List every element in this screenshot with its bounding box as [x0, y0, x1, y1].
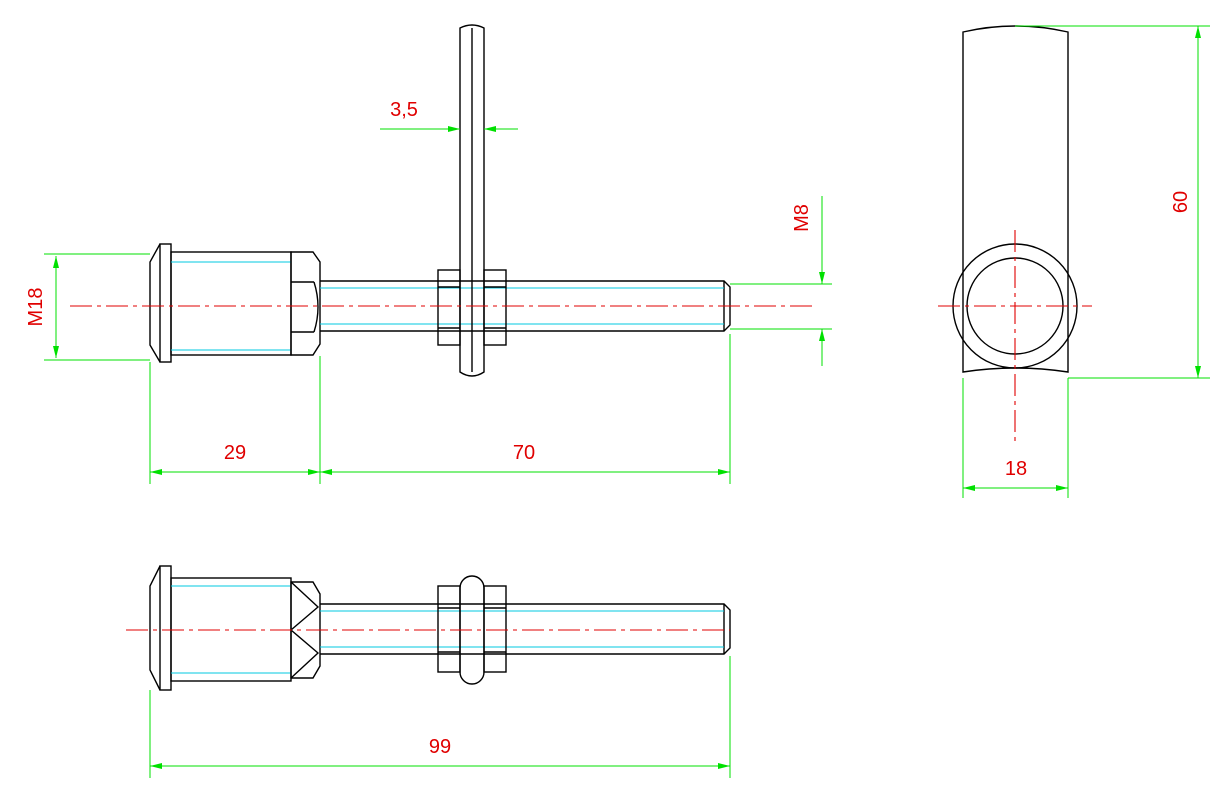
- dim-29-label: 29: [224, 442, 246, 464]
- dim-washer-label: 3,5: [390, 99, 418, 121]
- top-hex-nut-chamfer: [313, 281, 319, 333]
- bottom-hex-nut-face-upper: [290, 581, 320, 631]
- dim-70-label: 70: [513, 442, 535, 464]
- bottom-lock-nut-left: [437, 585, 461, 673]
- top-view: [70, 24, 815, 377]
- top-flange-head: [149, 243, 161, 363]
- bottom-view: 99: [126, 565, 731, 778]
- bottom-hex-nut-face-lower: [290, 629, 320, 679]
- top-sleeve-body: [170, 251, 292, 356]
- dim-99-label: 99: [429, 736, 451, 758]
- dim-60-label: 60: [1170, 191, 1192, 213]
- top-flange-plate: [159, 243, 172, 363]
- bottom-lock-nut-right: [483, 585, 507, 673]
- dim-18-label: 18: [1005, 458, 1027, 480]
- top-dimensions: 3,5 M18 M8 29 70: [25, 99, 832, 484]
- top-bracket-plate: [459, 24, 485, 377]
- bottom-flange-plate: [159, 565, 172, 691]
- end-bracket-outline: [962, 25, 1069, 373]
- top-hex-nut: [290, 251, 321, 356]
- dim-m18-label: M18: [25, 288, 47, 327]
- bottom-flange-head: [149, 565, 161, 691]
- dim-m8-label: M8: [791, 204, 813, 232]
- end-view: 60 18: [938, 25, 1210, 498]
- bottom-shaft: [320, 603, 731, 655]
